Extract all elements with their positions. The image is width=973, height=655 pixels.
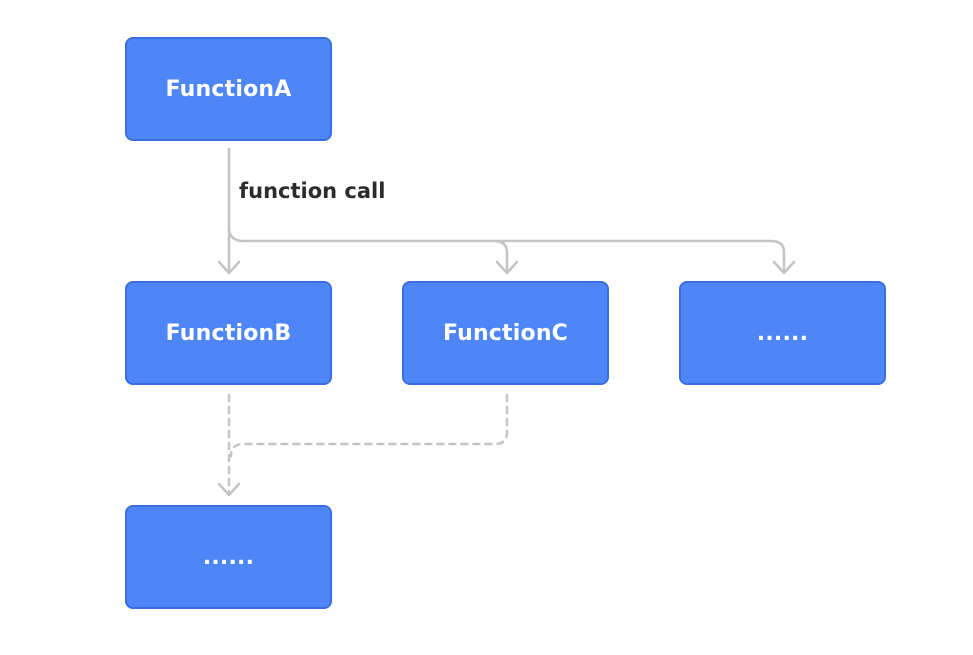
downstream-functions-label: ...... xyxy=(202,544,255,570)
downstream-functions-node[interactable]: ...... xyxy=(125,505,332,609)
function-b-label: FunctionB xyxy=(165,320,292,346)
more-functions-label: ...... xyxy=(756,320,809,346)
function-a-label: FunctionA xyxy=(165,76,292,102)
function-call-label: function call xyxy=(239,179,386,203)
function-c-label: FunctionC xyxy=(442,320,569,346)
call-connector-branch xyxy=(227,226,786,274)
more-functions-node[interactable]: ...... xyxy=(679,281,886,385)
arrow-head-to-b xyxy=(217,260,241,275)
function-c-node[interactable]: FunctionC xyxy=(402,281,609,385)
dashed-connector-c-down xyxy=(229,393,509,458)
arrow-head-to-more xyxy=(772,260,796,275)
arrow-head-to-c xyxy=(495,260,519,275)
function-b-node[interactable]: FunctionB xyxy=(125,281,332,385)
function-a-node[interactable]: FunctionA xyxy=(125,37,332,141)
arrow-head-to-bottom xyxy=(217,482,241,497)
